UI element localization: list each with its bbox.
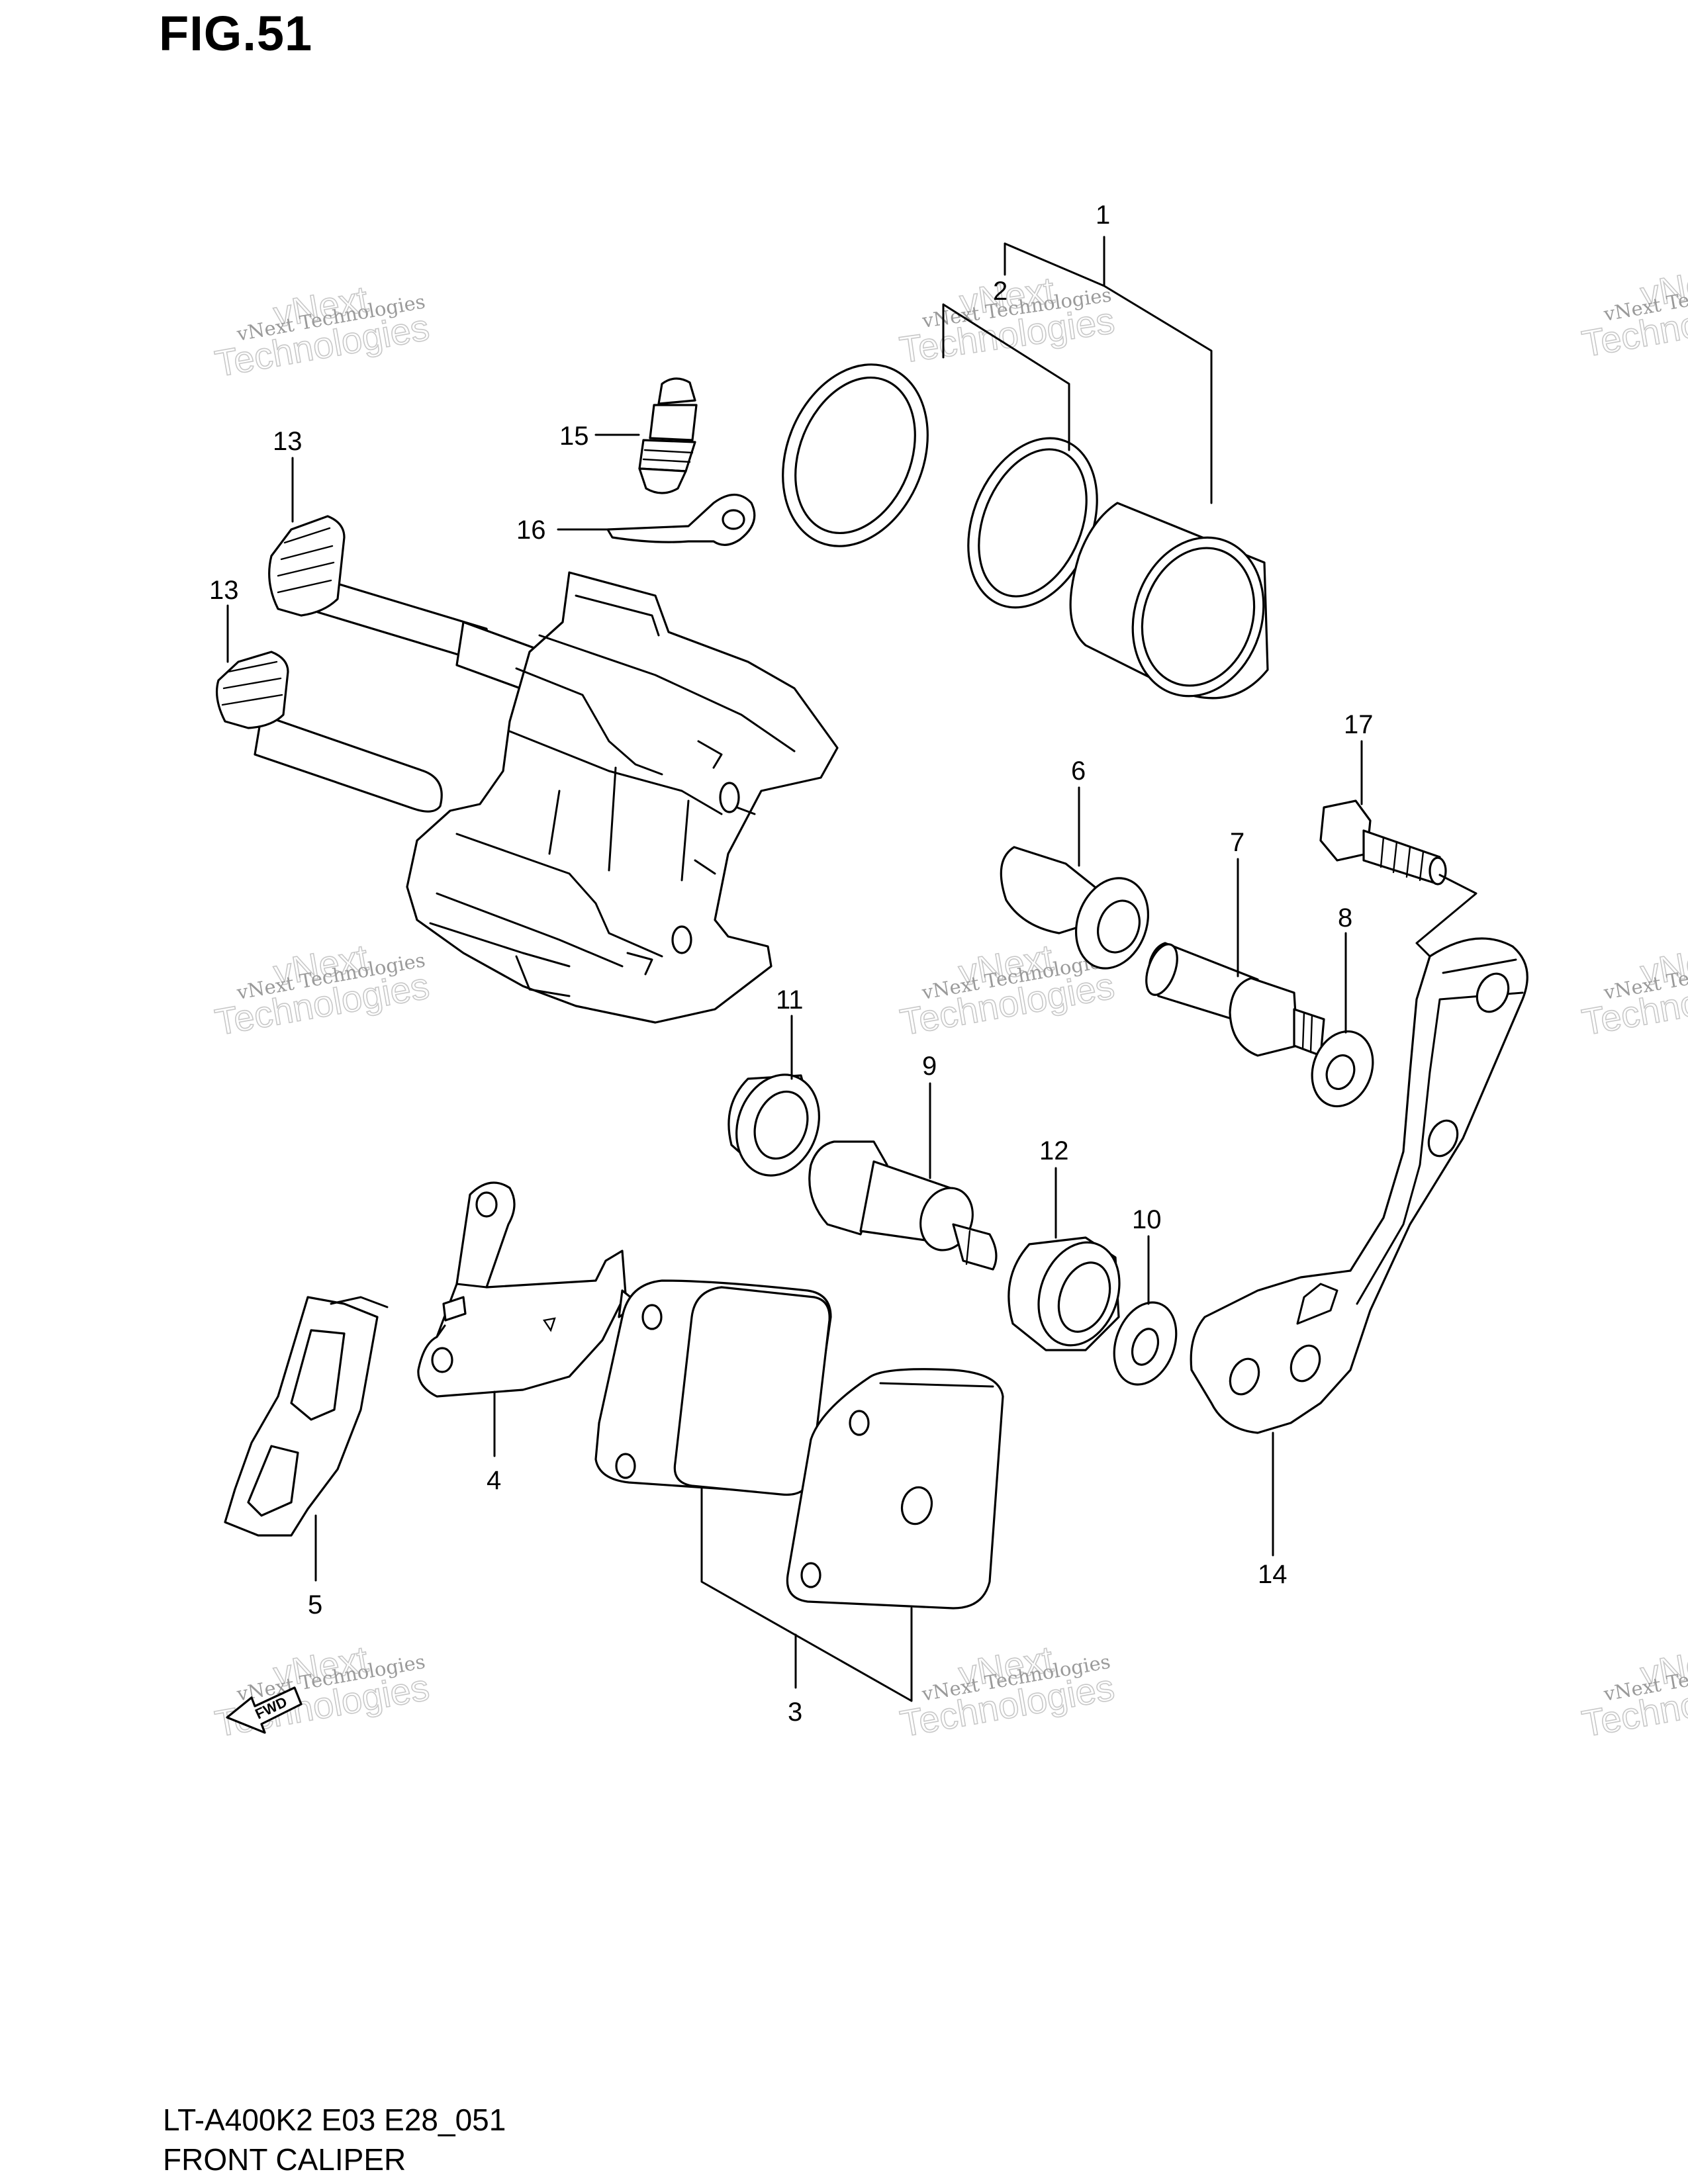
part-11-boot — [727, 1073, 820, 1177]
part-5-pad-shim — [224, 1296, 389, 1537]
callout-17: 17 — [1344, 710, 1374, 739]
part-14-caliper-bracket — [1190, 937, 1528, 1434]
callout-13-upper: 13 — [273, 427, 303, 456]
callout-12: 12 — [1039, 1136, 1069, 1165]
part-1-piston — [1069, 502, 1269, 700]
callout-9: 9 — [922, 1052, 937, 1081]
part-15-bleeder-screw — [638, 377, 698, 494]
part-2-piston-seals — [782, 363, 1098, 609]
model-code: LT-A400K2 E03 E28_051 — [163, 2103, 506, 2137]
part-16-hose-clip — [606, 494, 756, 546]
callout-1: 1 — [1096, 201, 1110, 230]
leader-lines — [226, 236, 1477, 1702]
callout-7: 7 — [1230, 828, 1244, 857]
part-4-pad-spring — [417, 1181, 640, 1398]
callout-11: 11 — [776, 985, 804, 1015]
callout-labels: 1 2 13 13 15 16 17 6 7 8 11 9 12 10 4 5 … — [209, 201, 1374, 1727]
callout-16: 16 — [516, 516, 546, 545]
section-name: FRONT CALIPER — [163, 2142, 406, 2177]
callout-4: 4 — [487, 1466, 501, 1495]
callout-2: 2 — [993, 277, 1008, 306]
callout-15: 15 — [559, 422, 589, 451]
part-17-bracket-bolt — [1319, 799, 1447, 886]
callout-6: 6 — [1071, 756, 1086, 786]
part-13-lower-slide-pin — [215, 651, 443, 813]
callout-14: 14 — [1258, 1560, 1288, 1589]
part-8-washer — [1311, 1030, 1374, 1108]
figure-title: FIG.51 — [159, 6, 313, 61]
callout-10: 10 — [1132, 1205, 1162, 1234]
part-3-brake-pads — [594, 1279, 1004, 1610]
callout-3: 3 — [788, 1698, 802, 1727]
part-12-boot — [1008, 1236, 1121, 1351]
part-7-caliper-bolt — [1145, 942, 1325, 1057]
part-10-washer — [1113, 1301, 1178, 1386]
part-9-sleeve-pin — [808, 1140, 998, 1271]
part-6-sleeve — [1000, 846, 1150, 970]
callout-8: 8 — [1338, 903, 1352, 933]
callout-5: 5 — [308, 1590, 322, 1619]
callout-13-lower: 13 — [209, 576, 239, 605]
caliper-body — [406, 571, 839, 1024]
